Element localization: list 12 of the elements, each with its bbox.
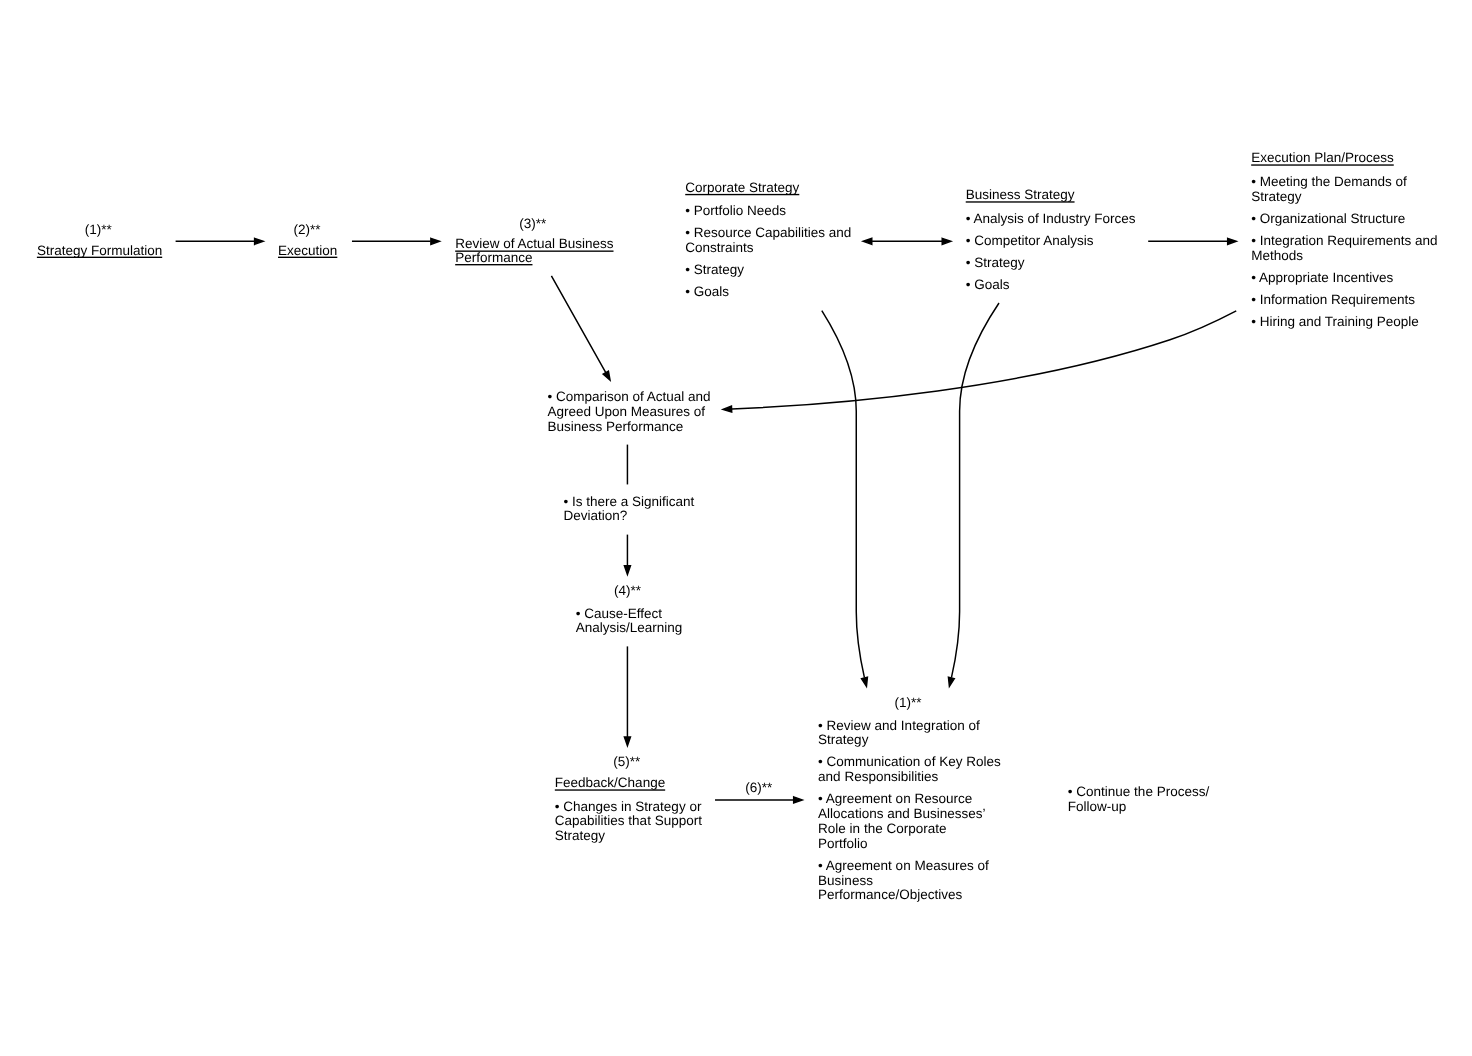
arrow — [174, 237, 266, 246]
arrow — [550, 275, 612, 383]
connector — [626, 443, 629, 486]
arrow — [821, 309, 869, 689]
arrow — [947, 302, 1000, 689]
arrow — [1147, 237, 1239, 246]
arrow — [623, 645, 632, 748]
arrow — [714, 795, 805, 804]
arrow — [860, 237, 954, 246]
arrow — [720, 310, 1237, 414]
arrow — [351, 237, 442, 246]
arrow — [623, 533, 632, 577]
